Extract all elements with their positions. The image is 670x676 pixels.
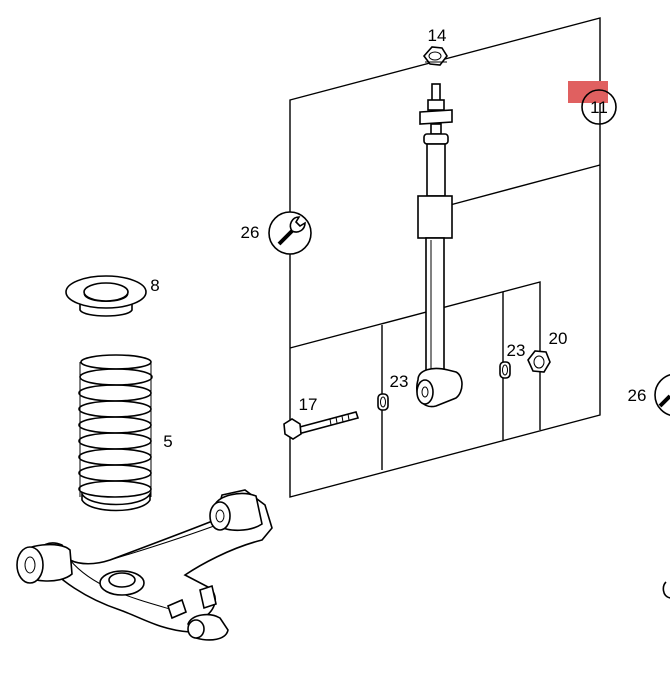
callout-23-label-right: 23 bbox=[507, 341, 526, 360]
assembly-frame bbox=[289, 17, 601, 498]
wrench-icon bbox=[658, 394, 670, 408]
edge-fragment bbox=[662, 581, 670, 599]
spring-seat-8[interactable] bbox=[65, 275, 147, 317]
callout-26-label-right: 26 bbox=[628, 386, 647, 405]
frame-outer bbox=[289, 17, 601, 498]
callout-11[interactable]: 11 bbox=[581, 89, 617, 125]
callout-14-label: 14 bbox=[428, 26, 447, 45]
frame-line-upper bbox=[449, 164, 601, 206]
coil-spring-5[interactable] bbox=[78, 354, 153, 512]
callout-5-label: 5 bbox=[163, 432, 172, 451]
washer-23-right[interactable] bbox=[499, 361, 511, 379]
nut-20[interactable] bbox=[527, 350, 551, 373]
callout-26-label: 26 bbox=[241, 223, 260, 242]
ball-joint-mount[interactable] bbox=[167, 584, 229, 641]
wrench-callout-26-right[interactable] bbox=[654, 374, 670, 416]
wrench-icon bbox=[277, 216, 306, 246]
control-arm-bushing-rear[interactable] bbox=[209, 492, 263, 532]
callout-11-label: 11 bbox=[590, 98, 608, 117]
control-arm-bushing-front[interactable] bbox=[16, 543, 73, 584]
wrench-callout-26[interactable] bbox=[268, 211, 312, 255]
bolt-17[interactable] bbox=[283, 411, 360, 440]
callout-23-label-left: 23 bbox=[390, 372, 409, 391]
shock-absorber[interactable] bbox=[416, 83, 463, 408]
callout-8-label: 8 bbox=[150, 276, 159, 295]
frame-inner-panel bbox=[289, 281, 541, 430]
callout-17-label: 17 bbox=[299, 395, 318, 414]
nut-14[interactable] bbox=[422, 46, 448, 66]
callout-20-label: 20 bbox=[549, 329, 568, 348]
washer-23-left[interactable] bbox=[377, 393, 389, 411]
highlight-marker bbox=[568, 81, 608, 103]
